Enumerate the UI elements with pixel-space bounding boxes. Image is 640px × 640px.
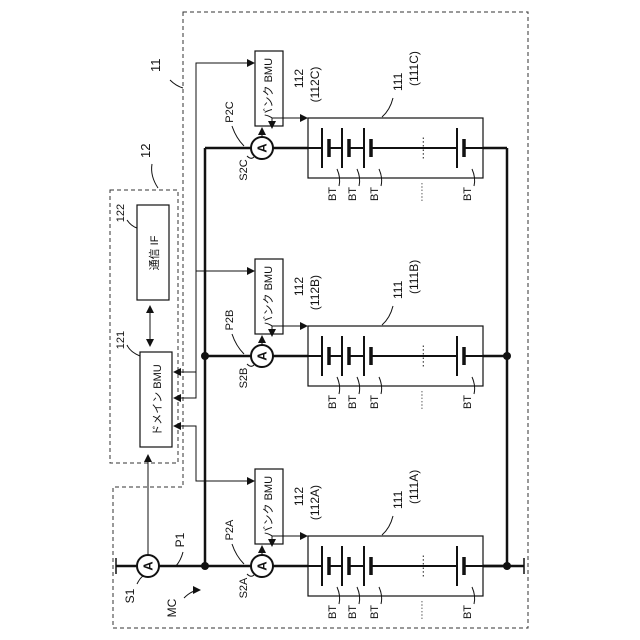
bank-bmu-sub-number: (112C)	[308, 67, 322, 103]
bt-label: BT	[462, 395, 474, 409]
comm-if-label: 通信 IF	[148, 235, 161, 270]
comm-if-leader	[127, 220, 137, 228]
bt-label: BT	[347, 395, 359, 409]
bank-bmu-label: バンク BMU	[262, 476, 275, 537]
s2-label: S2C	[238, 159, 250, 180]
bank-ammeter-symbol: A	[255, 561, 270, 571]
p2-label: P2B	[224, 310, 236, 331]
bt-label: BT	[369, 187, 381, 201]
bank-ammeter-symbol: A	[255, 143, 270, 153]
system-leader	[170, 80, 183, 88]
system-number: 11	[148, 59, 163, 73]
bank-bmu-number: 112	[292, 69, 306, 88]
p2-label: P2C	[224, 101, 236, 122]
bt-label: BT	[347, 187, 359, 201]
bt-label: BT	[327, 395, 339, 409]
bt-label: BT	[369, 395, 381, 409]
bank-bmu-label: バンク BMU	[262, 266, 275, 327]
battery-number: 111	[391, 72, 405, 91]
bt-label: BT	[327, 605, 339, 619]
battery-leader	[382, 98, 393, 117]
p2-leader	[232, 334, 244, 354]
bt-ellipsis: ……	[415, 600, 426, 620]
banks: BTBTBTBT…………111(111A)AS2AP2Aバンク BMU112(1…	[174, 51, 507, 620]
bank-bmu-number: 112	[292, 487, 306, 506]
battery-sub-number: (111A)	[407, 470, 421, 504]
bmu-to-domain-link	[174, 426, 254, 481]
bank-bmu-number: 112	[292, 277, 306, 296]
battery-leader	[382, 306, 393, 325]
bank-ammeter-symbol: A	[255, 351, 270, 361]
s1-leader	[137, 576, 143, 584]
bank-bmu-sub-number: (112A)	[308, 485, 322, 520]
p2-label: P2A	[224, 519, 236, 540]
p2-leader	[232, 544, 244, 564]
bt-label: BT	[347, 605, 359, 619]
bank-bmu-sub-number: (112B)	[308, 275, 322, 310]
bank-bmu-label: バンク BMU	[262, 58, 275, 119]
bt-label: BT	[369, 605, 381, 619]
bank-a: BT BT BT BT …… …… 111(111A) A S2A P2A バンク BMU 112(1…	[174, 426, 507, 620]
mc-arrow	[184, 590, 200, 598]
domain-number: 12	[138, 144, 153, 158]
bmu-to-domain-link	[174, 63, 254, 372]
bt-label: BT	[327, 187, 339, 201]
battery-leader	[382, 516, 393, 535]
bt-ellipsis: ……	[415, 390, 426, 410]
s2-leader	[247, 156, 254, 158]
cells-ellipsis: ……	[413, 554, 427, 578]
domain-bmu-leader	[127, 345, 140, 356]
domain-leader	[152, 164, 158, 188]
bank-b: BT BT BT BT …… …… 111(111B) A S2B P2B バンク BMU 112(1…	[174, 259, 507, 410]
bt-ellipsis: ……	[415, 182, 426, 202]
cells-ellipsis: ……	[413, 344, 427, 368]
main-ammeter-symbol: A	[141, 561, 156, 571]
s1-label: S1	[123, 588, 137, 603]
battery-sub-number: (111C)	[407, 51, 421, 86]
s2-leader	[247, 574, 254, 576]
s2-label: S2B	[238, 368, 250, 389]
p1-leader	[176, 552, 183, 566]
s2-leader	[247, 364, 254, 366]
cells-ellipsis: ……	[413, 136, 427, 160]
bt-label: BT	[462, 187, 474, 201]
battery-number: 111	[391, 490, 405, 509]
s2-label: S2A	[238, 577, 250, 598]
domain-bmu-label: ドメイン BMU	[152, 364, 164, 436]
bt-label: BT	[462, 605, 474, 619]
battery-sub-number: (111B)	[407, 260, 421, 294]
mc-label: MC	[165, 598, 179, 617]
battery-number: 111	[391, 280, 405, 299]
p1-label: P1	[173, 532, 187, 547]
domain-bmu-number: 121	[115, 331, 127, 349]
comm-if-number: 122	[115, 204, 127, 222]
p2-leader	[232, 126, 244, 146]
